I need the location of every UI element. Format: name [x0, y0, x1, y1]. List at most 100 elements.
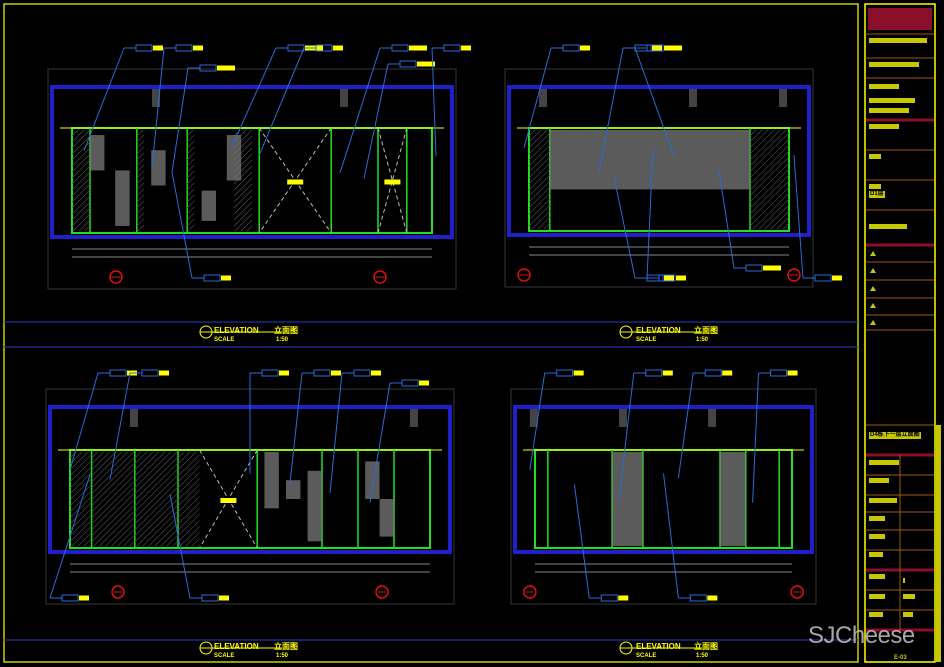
leader-line	[289, 372, 303, 484]
hatch-line	[186, 212, 195, 221]
hatch-line	[233, 195, 253, 215]
wood-hatch	[136, 129, 145, 232]
hatch-line	[71, 201, 91, 221]
wood-hatch	[71, 129, 91, 232]
hatch-line	[770, 210, 790, 230]
section-marker-icon	[787, 268, 801, 282]
wood-hatch	[528, 129, 551, 230]
elevation-name: 立面图	[694, 326, 718, 335]
hatch-line	[91, 451, 98, 459]
title-block-text-block	[869, 84, 899, 89]
hatch-line	[191, 538, 200, 547]
material-code-box	[646, 44, 664, 52]
hatch-line	[749, 129, 757, 137]
hatch-line	[134, 451, 160, 477]
hatch-line	[177, 454, 200, 477]
wall-section	[50, 85, 454, 239]
leader-line	[83, 47, 125, 151]
sheet-border	[3, 3, 859, 663]
leader-line	[618, 372, 635, 500]
hatch-line	[71, 129, 91, 149]
revision-triangle-icon	[870, 268, 876, 273]
material-code-box	[353, 369, 371, 377]
stone-panel	[226, 135, 242, 181]
hatch-line	[71, 135, 91, 155]
hatch-line	[136, 182, 145, 191]
hatch-line	[84, 225, 91, 232]
elevation-name: 立面图	[274, 642, 298, 651]
hatch-line	[91, 468, 136, 513]
hatch-line	[197, 544, 200, 547]
hatch-line	[71, 177, 91, 197]
hatch-line	[71, 159, 91, 179]
material-tag	[662, 370, 673, 376]
hatch-line	[537, 216, 551, 230]
stone-panel	[264, 452, 279, 509]
hatch-line	[186, 194, 195, 203]
hatch-line	[246, 225, 253, 232]
hatch-line	[543, 222, 551, 230]
hatch-line	[91, 462, 136, 507]
material-tag	[707, 595, 718, 601]
hatch-line	[137, 224, 145, 232]
material-code-box	[689, 594, 707, 602]
scale-value: 1:50	[276, 337, 289, 343]
material-tag	[722, 370, 733, 376]
title-block-text-block	[903, 578, 905, 583]
title-block-text-block	[903, 594, 915, 599]
hatch-line	[528, 198, 551, 221]
hatch-line	[134, 480, 179, 525]
material-tag	[159, 370, 169, 376]
stone-panel	[115, 170, 130, 226]
material-code-box	[109, 369, 127, 377]
hatch-line	[136, 146, 145, 155]
wood-hatch	[749, 129, 790, 230]
hatch-line	[99, 510, 136, 547]
hatch-line	[177, 451, 185, 459]
hatch-line	[528, 168, 551, 191]
stone-panel	[549, 130, 750, 190]
material-code-box	[645, 369, 663, 377]
hatch-line	[233, 207, 253, 227]
hatch-line	[71, 183, 91, 203]
hatch-line	[186, 158, 195, 167]
title-block-text-block	[869, 594, 885, 599]
hatch-line	[186, 134, 195, 143]
hatch-line	[177, 451, 197, 471]
hatch-line	[172, 540, 179, 547]
hatch-line	[177, 514, 200, 537]
section-marker-icon	[109, 270, 123, 284]
material-tag	[664, 275, 674, 281]
revision-triangle-icon	[870, 320, 876, 325]
leader-line	[339, 47, 381, 173]
section-marker-icon	[373, 270, 387, 284]
title-block-text-block	[869, 460, 899, 465]
hatch-line	[177, 484, 200, 507]
revision-triangle-icon	[870, 251, 876, 256]
wall-section	[513, 405, 814, 554]
ceiling-beam	[130, 409, 138, 427]
hatch-line	[749, 129, 787, 167]
ceiling-beam	[779, 89, 787, 107]
material-code-box	[175, 44, 193, 52]
hatch-line	[233, 177, 253, 197]
hatch-line	[134, 451, 148, 465]
title-block-text-block	[869, 124, 899, 129]
material-tag	[652, 45, 662, 51]
elevation-label: ELEVATION	[214, 642, 259, 651]
ceiling-beam	[410, 409, 418, 427]
hatch-line	[134, 462, 179, 507]
hatch-line	[69, 472, 92, 495]
material-code-box	[135, 44, 153, 52]
hatch-line	[186, 170, 195, 179]
hatch-line	[91, 492, 136, 537]
material-tag	[193, 45, 203, 51]
hatch-line	[117, 528, 136, 547]
hatch-line	[123, 534, 136, 547]
hatch-line	[136, 176, 145, 185]
stone-panel	[612, 452, 643, 546]
hatch-line	[782, 222, 790, 230]
title-block-text-block	[869, 498, 897, 503]
hatch-line	[77, 532, 92, 547]
